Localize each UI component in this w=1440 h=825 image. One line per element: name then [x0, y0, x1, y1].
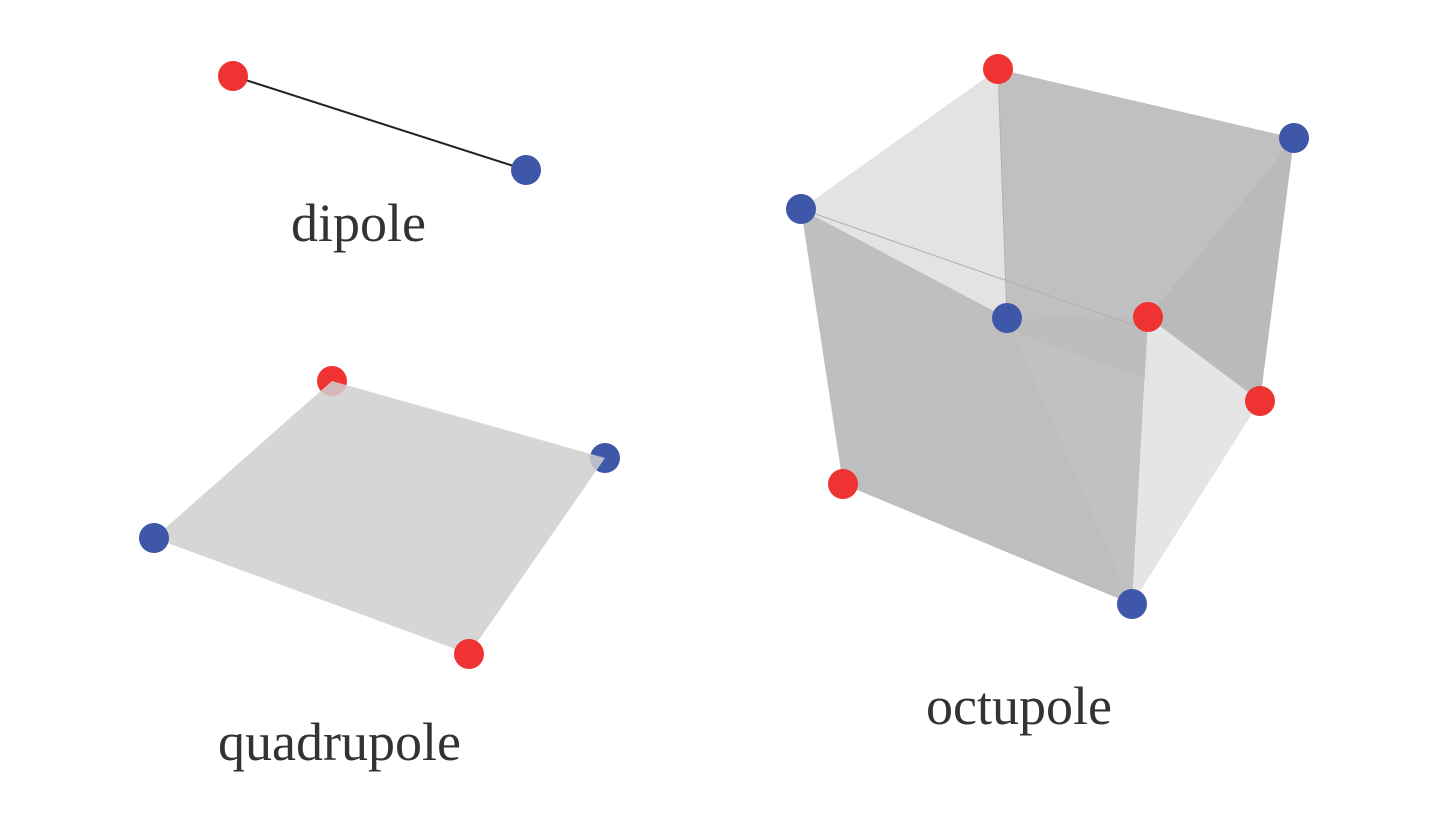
positive-charge-icon [828, 469, 858, 499]
cube-edge [800, 208, 1149, 331]
negative-charge-icon [786, 194, 816, 224]
cube-face-right-lower [1132, 317, 1260, 604]
octupole-figure [786, 54, 1309, 619]
cube-face-back-left [801, 69, 1007, 318]
dipole-label: dipole [291, 193, 426, 253]
negative-charge-icon [992, 303, 1022, 333]
dipole-figure [218, 61, 541, 185]
quadrupole-square-face [154, 381, 605, 654]
cube-face-right-upper [1148, 138, 1294, 401]
octupole-label: octupole [926, 676, 1112, 736]
positive-charge-icon [218, 61, 248, 91]
negative-charge-icon [511, 155, 541, 185]
dipole-bond [232, 75, 527, 171]
cube-face-back-top [998, 69, 1294, 318]
positive-charge-icon [1245, 386, 1275, 416]
negative-charge-icon [139, 523, 169, 553]
cube-edge [997, 68, 1008, 319]
negative-charge-icon [1279, 123, 1309, 153]
positive-charge-icon [454, 639, 484, 669]
quadrupole-label: quadrupole [218, 712, 461, 772]
positive-charge-icon [1133, 302, 1163, 332]
quadrupole-figure [139, 366, 620, 669]
negative-charge-icon [1117, 589, 1147, 619]
positive-charge-icon [983, 54, 1013, 84]
cube-face-front [843, 317, 1148, 604]
